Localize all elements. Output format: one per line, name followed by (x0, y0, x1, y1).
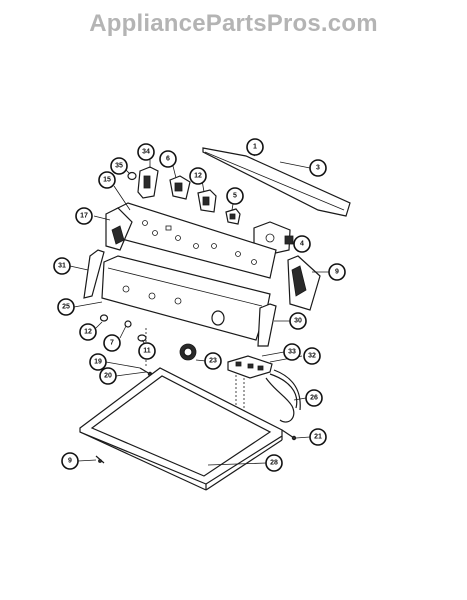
svg-text:34: 34 (142, 149, 150, 156)
svg-text:33: 33 (288, 349, 296, 356)
callout-32: 32 (303, 347, 321, 365)
callout-11: 11 (138, 342, 156, 360)
part-switch-34 (137, 166, 159, 199)
callout-31: 31 (53, 257, 71, 275)
svg-text:17: 17 (80, 213, 88, 220)
svg-text:25: 25 (62, 304, 70, 311)
part-knob-23 (179, 343, 197, 361)
svg-text:9: 9 (335, 269, 339, 276)
callout-35: 35 (110, 157, 128, 175)
svg-text:7: 7 (110, 340, 114, 347)
svg-text:6: 6 (166, 156, 170, 163)
part-control-panel-top (202, 147, 351, 217)
part-wire-harness-26 (265, 369, 301, 423)
svg-text:5: 5 (233, 193, 237, 200)
callout-9-lower: 9 (61, 452, 79, 470)
svg-text:12: 12 (194, 173, 202, 180)
part-switch-12-upper (197, 189, 217, 213)
callout-19: 19 (89, 353, 107, 371)
callout-33: 33 (283, 343, 301, 361)
callout-12-lower: 12 (79, 323, 97, 341)
svg-text:3: 3 (316, 165, 320, 172)
svg-text:21: 21 (314, 434, 322, 441)
part-bracket-30 (257, 303, 277, 347)
part-endcap-17 (105, 207, 133, 251)
callout-30: 30 (289, 312, 307, 330)
part-knob-7 (124, 320, 132, 328)
svg-text:32: 32 (308, 353, 316, 360)
watermark-site-name: AppliancePartsPros.com (89, 10, 378, 37)
callout-20: 20 (99, 367, 117, 385)
svg-text:30: 30 (294, 318, 302, 325)
callout-5: 5 (226, 187, 244, 205)
svg-text:23: 23 (209, 358, 217, 365)
svg-text:11: 11 (143, 348, 151, 355)
part-switch-6 (169, 175, 191, 200)
svg-text:31: 31 (58, 263, 66, 270)
callout-12-upper: 12 (189, 167, 207, 185)
part-terminal-block (227, 355, 273, 379)
svg-text:9: 9 (68, 458, 72, 465)
part-switch-5 (225, 208, 241, 225)
callout-25: 25 (57, 298, 75, 316)
part-bracket-31 (83, 249, 105, 299)
callout-26: 26 (305, 389, 323, 407)
callout-21: 21 (309, 428, 327, 446)
svg-text:12: 12 (84, 329, 92, 336)
part-screw-21 (281, 429, 297, 441)
callout-23: 23 (204, 352, 222, 370)
part-knob-35 (127, 171, 137, 181)
callout-9-upper: 9 (328, 263, 346, 281)
svg-text:35: 35 (115, 163, 123, 170)
part-screw-9-lower (95, 455, 105, 464)
part-front-console-25 (101, 255, 271, 341)
callout-34: 34 (137, 143, 155, 161)
callout-7: 7 (103, 334, 121, 352)
part-endcap-9 (287, 255, 321, 311)
svg-text:26: 26 (310, 395, 318, 402)
callout-6: 6 (159, 150, 177, 168)
callout-28: 28 (265, 454, 283, 472)
svg-text:20: 20 (104, 373, 112, 380)
callout-1: 1 (246, 138, 264, 156)
callout-3: 3 (309, 159, 327, 177)
part-knob-12-lower (99, 314, 109, 322)
part-top-cover-28 (79, 367, 283, 491)
callout-4: 4 (293, 235, 311, 253)
callout-15: 15 (98, 171, 116, 189)
svg-text:15: 15 (103, 177, 111, 184)
svg-text:28: 28 (270, 460, 278, 467)
callout-17: 17 (75, 207, 93, 225)
svg-text:4: 4 (300, 241, 304, 248)
svg-text:1: 1 (253, 144, 257, 151)
svg-text:19: 19 (94, 359, 102, 366)
